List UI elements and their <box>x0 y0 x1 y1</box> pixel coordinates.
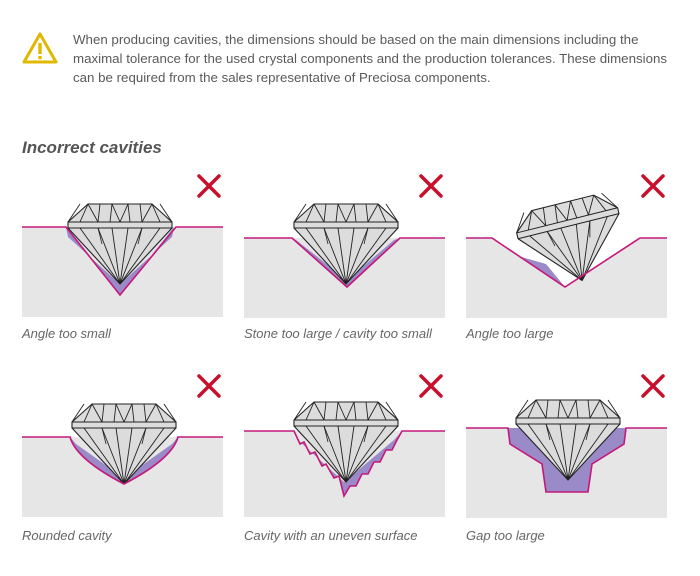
panel-caption: Cavity with an uneven surface <box>244 528 418 543</box>
diagram-uneven-surface <box>244 374 445 517</box>
panel-caption: Angle too small <box>22 326 111 341</box>
diagram-gap-too-large <box>466 374 667 518</box>
section-heading: Incorrect cavities <box>22 138 162 157</box>
red-x-icon <box>197 374 221 398</box>
red-x-icon <box>419 374 443 398</box>
panel-caption: Stone too large / cavity too small <box>244 326 432 341</box>
red-x-icon <box>641 174 665 198</box>
panel-caption: Gap too large <box>466 528 545 543</box>
panel-caption: Angle too large <box>466 326 554 341</box>
red-x-icon <box>197 174 221 198</box>
diagram-angle-too-large <box>466 174 667 318</box>
diagram-angle-too-small <box>22 174 223 317</box>
panel-caption: Rounded cavity <box>22 528 112 543</box>
red-x-icon <box>419 174 443 198</box>
diagram-stone-too-large <box>244 174 445 318</box>
tolerance-notice: When producing cavities, the dimensions … <box>73 32 668 85</box>
red-x-icon <box>641 374 665 398</box>
diagram-rounded-cavity <box>22 374 223 517</box>
warning-triangle-icon <box>22 32 58 64</box>
